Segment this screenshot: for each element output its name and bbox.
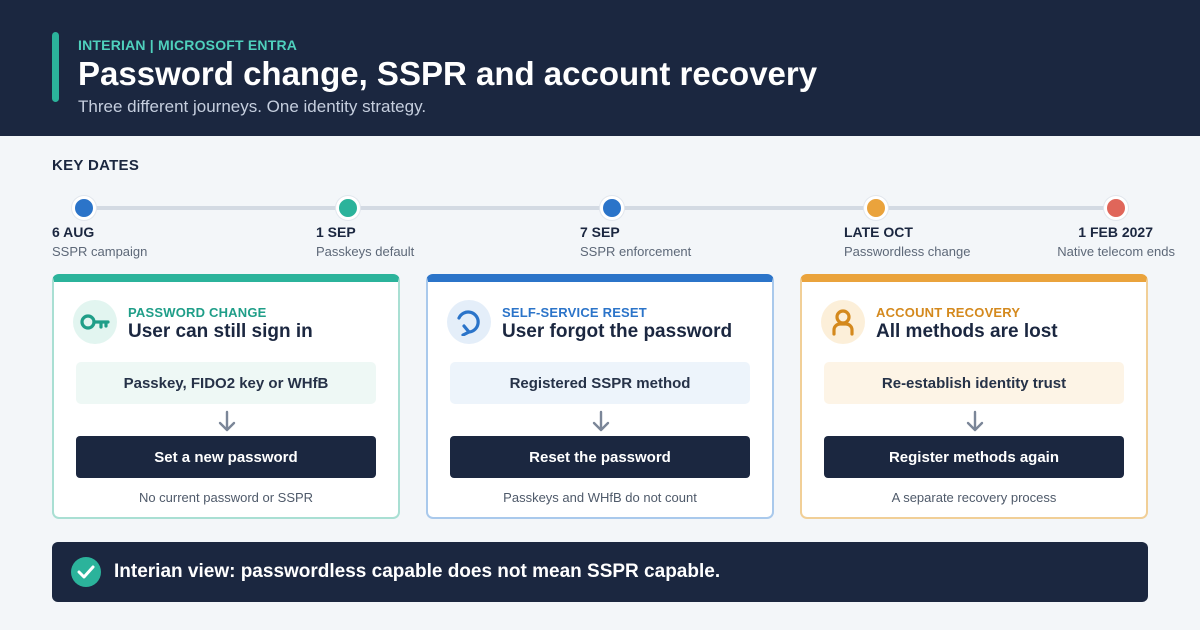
key-icon: [73, 300, 117, 344]
card-note: Passkeys and WHfB do not count: [503, 490, 697, 505]
card-heading: User can still sign in: [128, 321, 313, 342]
timeline-dot-5: [1104, 196, 1128, 220]
milestone-desc: Passkeys default: [316, 244, 415, 259]
milestone-date: 7 SEP: [580, 224, 620, 240]
milestone-date: 1 FEB 2027: [1078, 224, 1153, 240]
timeline-dot-3: [600, 196, 624, 220]
milestone-desc: SSPR enforcement: [580, 244, 692, 259]
callout-banner: Interian view: passwordless capable does…: [52, 542, 1148, 602]
card-heading: User forgot the password: [502, 321, 733, 342]
milestone-desc: SSPR campaign: [52, 244, 148, 259]
arrow-down-icon: [966, 410, 984, 432]
card-account-recovery: ACCOUNT RECOVERY All methods are lost Re…: [800, 274, 1148, 519]
card-condition: Registered SSPR method: [450, 362, 750, 404]
header-accent-bar: [52, 32, 59, 102]
milestone-desc: Passwordless change: [844, 244, 971, 259]
page-subtitle: Three different journeys. One identity s…: [78, 97, 427, 116]
page-title: Password change, SSPR and account recove…: [78, 55, 818, 92]
timeline-dot-1: [72, 196, 96, 220]
milestone-date: LATE OCT: [844, 224, 913, 240]
card-note: A separate recovery process: [891, 490, 1057, 505]
card-eyebrow: SELF-SERVICE RESET: [502, 305, 647, 320]
card-condition: Passkey, FIDO2 key or WHfB: [76, 362, 376, 404]
header-banner: INTERIAN | MICROSOFT ENTRA Password chan…: [0, 0, 1200, 136]
header-eyebrow: INTERIAN | MICROSOFT ENTRA: [78, 37, 298, 53]
milestone-date: 6 AUG: [52, 224, 95, 240]
reset-password-button[interactable]: Reset the password: [450, 436, 750, 478]
person-icon: [821, 300, 865, 344]
milestone-date: 1 SEP: [316, 224, 356, 240]
card-note: No current password or SSPR: [138, 490, 314, 505]
reset-arrow-icon: [447, 300, 491, 344]
key-dates-label: KEY DATES: [52, 157, 140, 174]
card-heading: All methods are lost: [876, 321, 1058, 342]
card-self-service-reset: SELF-SERVICE RESET User forgot the passw…: [426, 274, 774, 519]
card-condition: Re-establish identity trust: [824, 362, 1124, 404]
check-circle-icon: [71, 557, 101, 587]
arrow-down-icon: [592, 410, 610, 432]
milestone-desc: Native telecom ends: [1057, 244, 1175, 259]
set-new-password-button[interactable]: Set a new password: [76, 436, 376, 478]
timeline-dot-2: [336, 196, 360, 220]
card-eyebrow: ACCOUNT RECOVERY: [876, 305, 1021, 320]
arrow-down-icon: [218, 410, 236, 432]
register-methods-button[interactable]: Register methods again: [824, 436, 1124, 478]
card-eyebrow: PASSWORD CHANGE: [128, 305, 267, 320]
card-password-change: PASSWORD CHANGE User can still sign in P…: [52, 274, 400, 519]
timeline-dot-4: [864, 196, 888, 220]
callout-text: Interian view: passwordless capable does…: [114, 561, 721, 582]
